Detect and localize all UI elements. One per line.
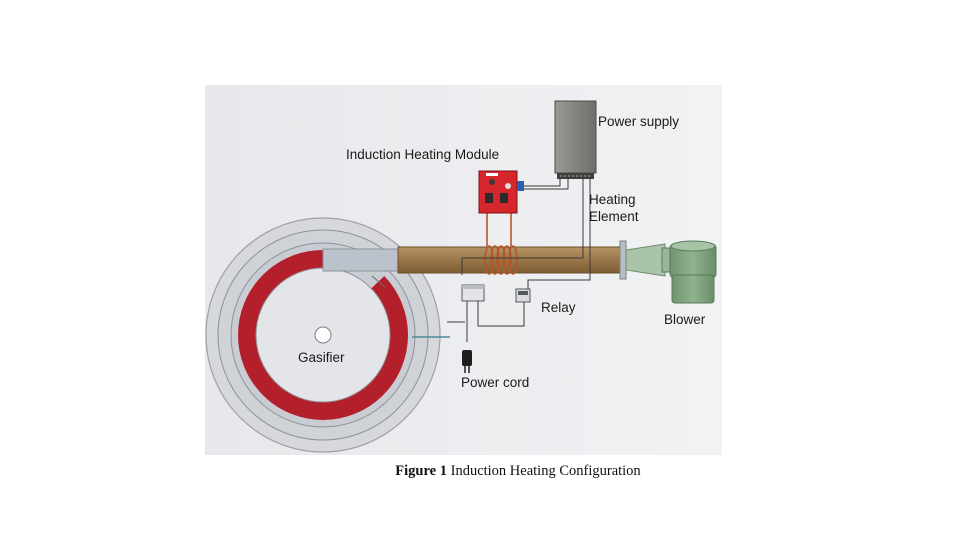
heating-element-label: Heating Element	[589, 192, 639, 224]
wiring	[447, 179, 591, 342]
power-cord-plug	[462, 350, 472, 373]
power-cord-label: Power cord	[461, 375, 530, 390]
induction-module-board	[478, 170, 524, 214]
relay-label: Relay	[541, 300, 576, 315]
figure-caption-text: Induction Heating Configuration	[450, 463, 641, 479]
figure-caption-prefix: Figure 1	[395, 463, 447, 479]
blower-duct	[625, 243, 666, 277]
relay-device	[461, 284, 531, 303]
power-supply-label: Power supply	[598, 114, 680, 129]
heating-coil	[484, 213, 518, 275]
power-supply-device	[554, 100, 597, 179]
blower-label: Blower	[664, 312, 706, 327]
blower-device	[661, 240, 717, 304]
gasifier-center-hole	[314, 326, 332, 344]
gasifier-inlet	[322, 248, 404, 272]
pipe-flange	[619, 240, 627, 280]
figure-caption: Figure 1 Induction Heating Configuration	[0, 463, 960, 480]
gasifier-label: Gasifier	[298, 350, 345, 365]
induction-heating-module-label: Induction Heating Module	[346, 147, 500, 162]
